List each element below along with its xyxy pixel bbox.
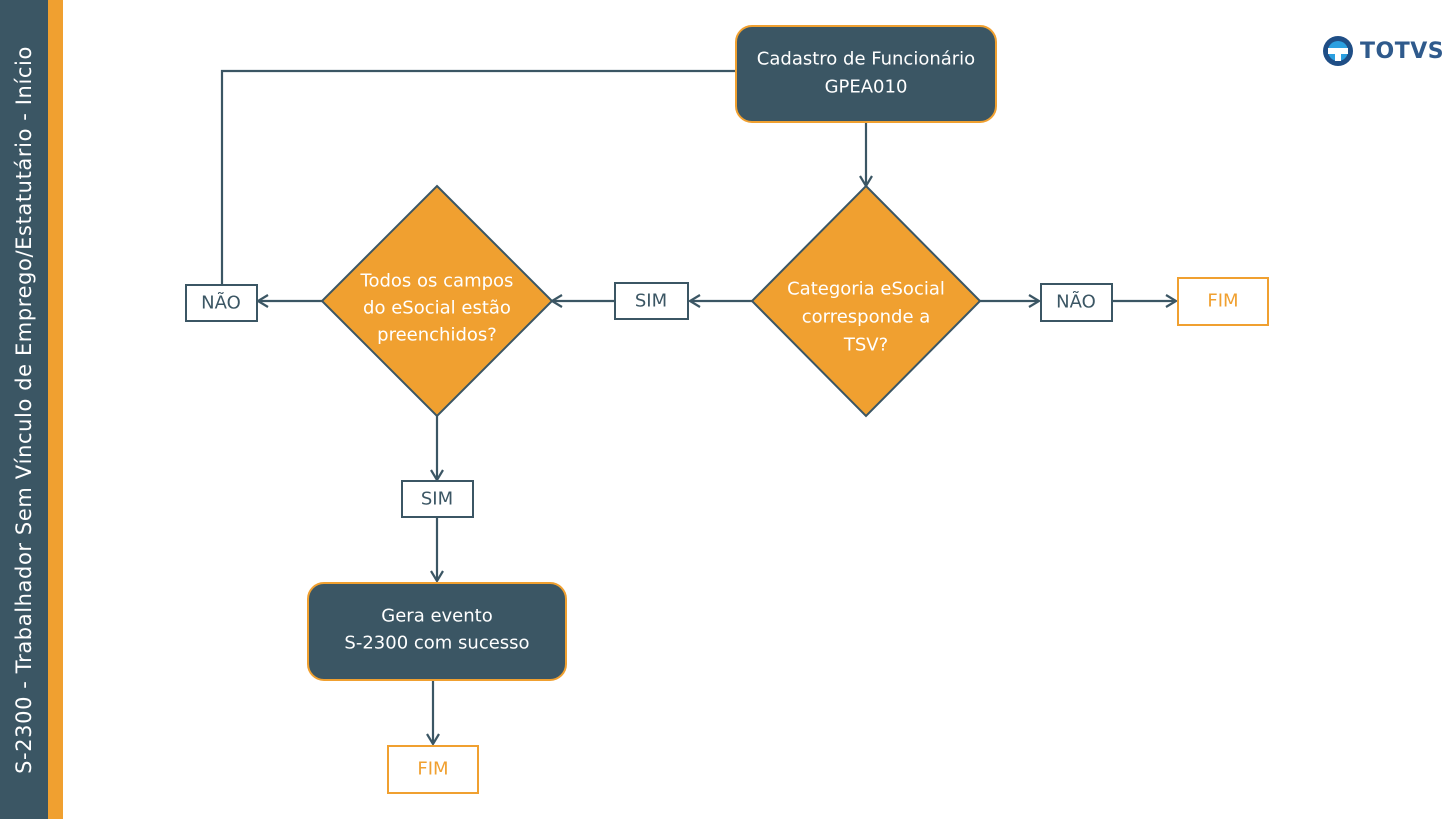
process-gera-evento: Gera evento S-2300 com sucesso (307, 582, 567, 681)
label-sim-down: SIM (401, 480, 474, 518)
label-nao-right: NÃO (1040, 283, 1113, 322)
label-nao-right-text: NÃO (1056, 291, 1096, 313)
end-fim-bottom: FIM (387, 745, 479, 794)
decision-categoria-tsv: Categoria eSocial corresponde a TSV? (750, 184, 982, 418)
decision-tsv-line3: TSV? (843, 335, 888, 356)
totvs-logo-icon (1323, 36, 1353, 66)
process-cadastro-line1: Cadastro de Funcionário (757, 49, 975, 70)
decision-fields-line1: Todos os campos (360, 271, 514, 292)
end-fim-right: FIM (1177, 277, 1269, 326)
connectors (220, 69, 1179, 747)
process-cadastro-line2: GPEA010 (825, 77, 908, 98)
decision-campos-preenchidos: Todos os campos do eSocial estão preench… (320, 184, 554, 418)
totvs-logo: TOTVS (1322, 34, 1444, 68)
process-gera-line1: Gera evento (381, 606, 492, 627)
label-sim-down-text: SIM (421, 489, 453, 510)
sidebar-accent-stripe (48, 0, 63, 819)
label-nao-left-text: NÃO (201, 292, 241, 314)
label-sim-left-text: SIM (635, 291, 667, 312)
end-fim-bottom-text: FIM (417, 759, 448, 780)
process-gera-line2: S-2300 com sucesso (344, 633, 529, 654)
label-sim-left: SIM (614, 282, 689, 320)
process-cadastro-funcionario: Cadastro de Funcionário GPEA010 (735, 25, 997, 123)
label-nao-left: NÃO (185, 284, 258, 322)
loop-nao-to-start (220, 69, 736, 285)
decision-tsv-line1: Categoria eSocial (787, 279, 945, 300)
sidebar (0, 0, 48, 819)
decision-fields-line3: preenchidos? (377, 325, 497, 346)
decision-fields-line2: do eSocial estão (363, 298, 511, 319)
totvs-logo-text: TOTVS (1360, 38, 1445, 64)
decision-tsv-line2: corresponde a (802, 307, 931, 328)
end-fim-right-text: FIM (1207, 291, 1238, 312)
